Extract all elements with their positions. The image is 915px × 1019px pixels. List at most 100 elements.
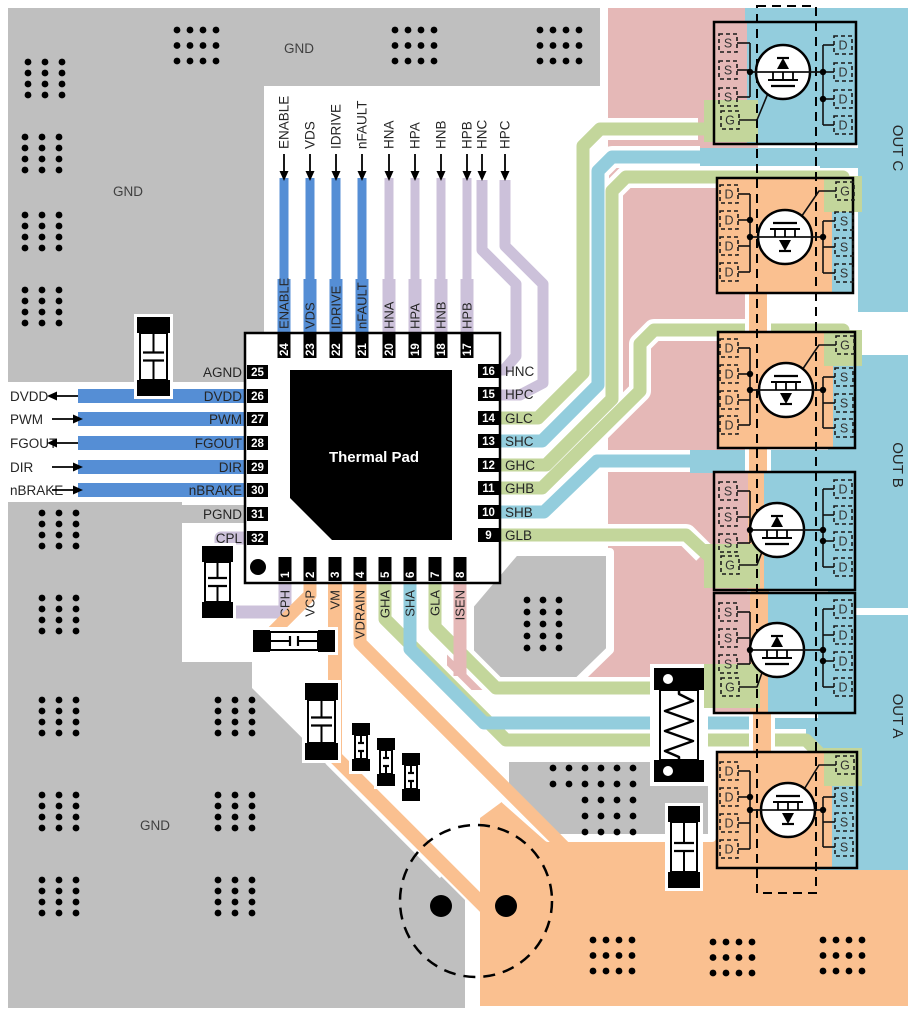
fet-outa-hs-pad-left-label: D [724, 817, 733, 831]
vm-bulk-capacitor-pad [305, 743, 338, 760]
pin-label-hnc: HNC [505, 364, 534, 379]
via-dot [231, 824, 239, 832]
via-dot [248, 729, 256, 737]
via-dot [186, 57, 194, 65]
via-dot [55, 605, 63, 613]
via-dot [55, 133, 63, 141]
pin-num-31: 31 [251, 509, 264, 521]
via-dot [602, 936, 610, 944]
pin-label-fgout: FGOUT [195, 436, 242, 451]
via-dot [430, 26, 438, 34]
fet-outa-ls-outline [712, 591, 857, 715]
junction-dot [746, 216, 754, 224]
ic-pad-right [478, 481, 499, 495]
via-dot [38, 729, 46, 737]
via-dot [597, 764, 605, 772]
via-dot [212, 26, 220, 34]
via-dot [549, 57, 557, 65]
ic-pad-right [478, 434, 499, 448]
via-dot [248, 802, 256, 810]
via-dot [72, 696, 80, 704]
via-dot [231, 909, 239, 917]
via-dot [539, 608, 547, 616]
ic-pad-top [408, 334, 422, 358]
via-dot [536, 42, 544, 49]
via-dot [55, 707, 63, 715]
via-dot [21, 133, 29, 141]
via-dot [55, 718, 63, 726]
trace-label-sha: SHA [403, 590, 418, 617]
via-dot [38, 244, 46, 252]
via-dot [38, 233, 46, 241]
via-dot [38, 144, 46, 152]
pin-label-ghc: GHC [505, 458, 535, 473]
ic-pad-top [460, 334, 474, 358]
via-dot [55, 166, 63, 174]
trace-label-idrive: IDRIVE [329, 285, 344, 329]
via-dot [41, 69, 49, 77]
fet-outa-hs-pad-left [719, 761, 739, 781]
via-dot [55, 531, 63, 539]
fet-outb-hs-outline [716, 330, 857, 450]
via-dot [55, 729, 63, 737]
via-dot [38, 319, 46, 327]
via-dot [581, 796, 589, 804]
via-dot [417, 42, 425, 49]
body-diode [771, 636, 783, 647]
via-dot [845, 967, 853, 975]
fet-outa-hs-outline [715, 750, 859, 870]
via-dot [38, 909, 46, 917]
via-dot [523, 644, 531, 652]
via-dot [248, 813, 256, 821]
pin-num-11: 11 [482, 483, 495, 495]
via-dot [38, 166, 46, 174]
ic-pad-right [478, 528, 499, 542]
fet-outb-ls-pad-right-label: D [838, 509, 847, 523]
ic-pad-bottom [428, 557, 442, 581]
via-dot [539, 596, 547, 604]
via-dot [562, 42, 570, 49]
via-dot [858, 936, 866, 944]
top-signal-label-hna: HNA [382, 120, 397, 149]
arrow-down-icon [462, 171, 472, 181]
via-dot [24, 69, 32, 77]
fet-outb-hs-pad-left-label: D [724, 419, 733, 433]
vm-capacitor-2-pad [668, 872, 700, 888]
pin-num-18: 18 [436, 343, 448, 356]
ic-pad-left [247, 365, 268, 379]
via-dot [214, 887, 222, 895]
ic-pad-left [247, 531, 268, 545]
ic-pad-bottom [378, 557, 392, 581]
via-dot [404, 26, 412, 34]
fet-outc-hs-pad-left-label: D [724, 240, 733, 254]
via-in-pad [663, 766, 673, 776]
fet-outc-hs-pad-right-label: S [840, 267, 848, 281]
via-dot [55, 308, 63, 316]
via-dot [38, 718, 46, 726]
trace-label-hpb: HPB [460, 302, 475, 329]
top-signal-label-nfault: nFAULT [355, 100, 370, 149]
ic-pad-bottom [403, 557, 417, 581]
via-dot [72, 605, 80, 613]
ic-pad-left [247, 460, 268, 474]
arrow-down-icon [331, 171, 341, 181]
thermal-pad-label: Thermal Pad [329, 449, 419, 466]
via-dot [24, 91, 32, 99]
via-dot [722, 938, 730, 946]
shunt-resistor-pad [654, 760, 704, 782]
via-dot [41, 58, 49, 66]
fet-outa-hs-pad-left-label: D [724, 843, 733, 857]
arrow-down-icon [410, 171, 420, 181]
fet-outa-hs-gate-lead [799, 764, 836, 797]
via-dot [38, 696, 46, 704]
fet-outb-ls-pad-right-label: D [838, 535, 847, 549]
via-dot [212, 57, 220, 65]
pin-label-shc: SHC [505, 434, 534, 449]
via-dot [72, 627, 80, 635]
pin-num-13: 13 [482, 436, 495, 448]
pin-num-10: 10 [482, 507, 495, 519]
junction-dot [819, 68, 827, 76]
via-dot [24, 80, 32, 88]
trace-shb [500, 454, 752, 519]
